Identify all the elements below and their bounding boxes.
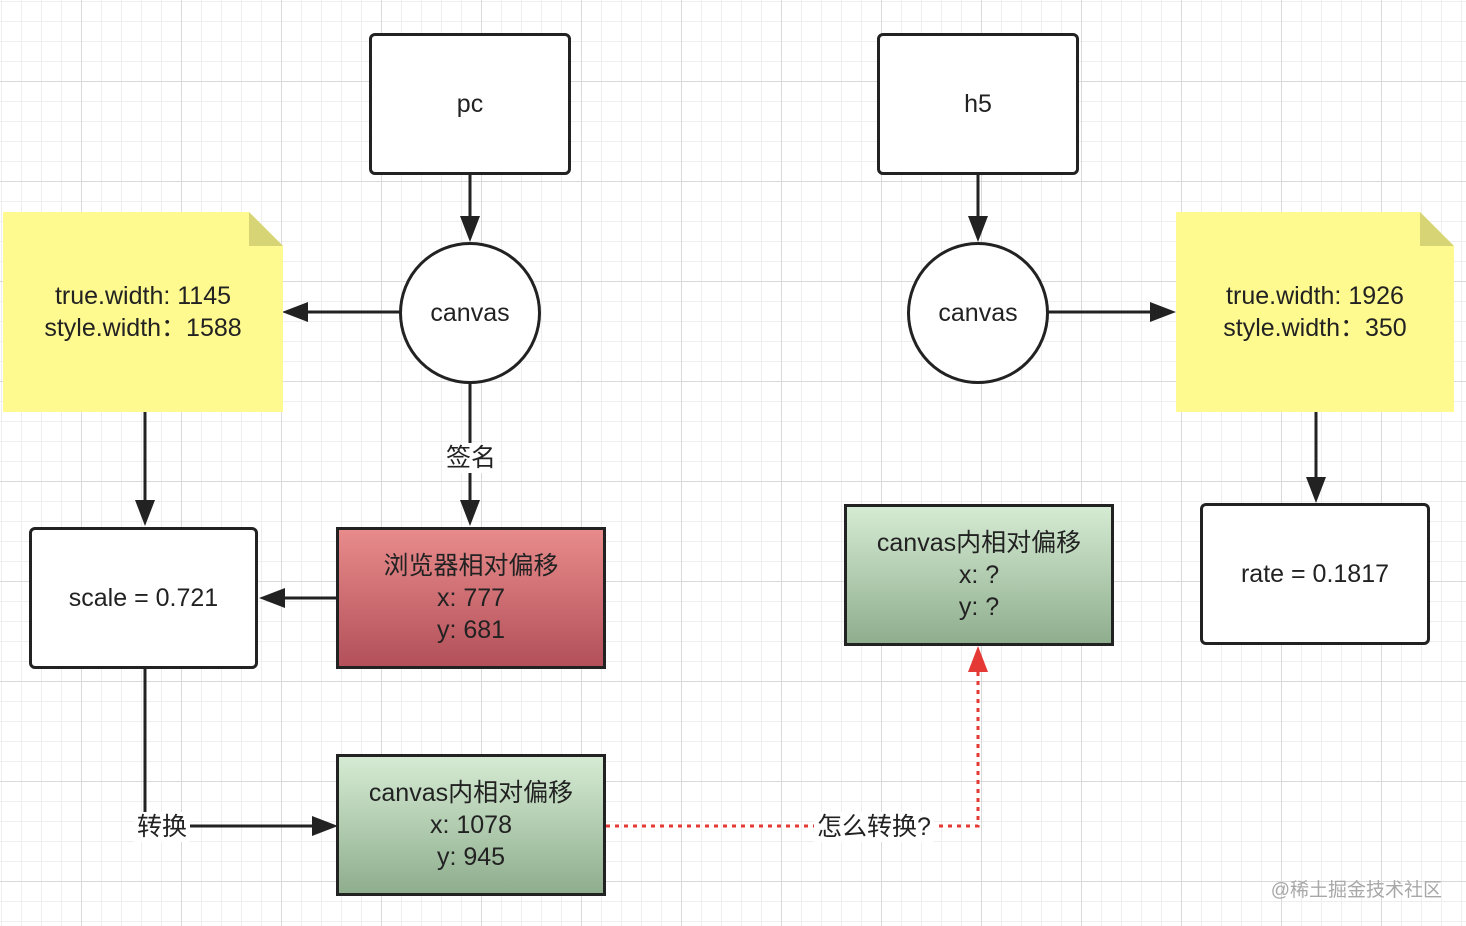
canvas-right-label: canvas (938, 298, 1018, 327)
pc-box: pc (369, 33, 571, 175)
h5-label: h5 (964, 90, 992, 118)
arrow-scale-to-canvas-offset (143, 668, 315, 828)
browser-offset-title: 浏览器相对偏移 (383, 552, 559, 580)
arrowhead (460, 500, 480, 526)
h5-box: h5 (877, 33, 1079, 175)
arrowhead (1306, 477, 1326, 503)
edge-label-convert: 转换 (134, 812, 191, 842)
browser-offset-box: 浏览器相对偏移 x: 777 y: 681 (336, 527, 606, 669)
canvas-offset-unknown-box: canvas内相对偏移 x: ? y: ? (844, 504, 1114, 646)
edge-label-how-convert: 怎么转换? (814, 812, 934, 842)
arrowhead (968, 216, 988, 242)
arrowhead-red (968, 646, 988, 672)
browser-offset-y: y: 681 (436, 616, 506, 644)
canvas-offset-x: x: 1078 (429, 811, 512, 839)
edge-label-sign: 签名 (443, 443, 500, 473)
note-right-line1: true.width: 1926 (1226, 282, 1404, 310)
arrowhead (460, 216, 480, 242)
canvas-offset-y: y: 945 (436, 843, 506, 871)
note-left-line1: true.width: 1145 (54, 282, 232, 310)
canvas-offset-unknown-title: canvas内相对偏移 (876, 529, 1082, 557)
canvas-offset-title: canvas内相对偏移 (368, 779, 574, 807)
arrowhead (282, 302, 308, 322)
canvas-offset-unknown-x: x: ? (958, 561, 1000, 589)
canvas-offset-box: canvas内相对偏移 x: 1078 y: 945 (336, 754, 606, 896)
watermark: @稀土掘金技术社区 (1270, 880, 1442, 901)
canvas-offset-unknown-y: y: ? (958, 593, 1000, 621)
canvas-right-node: canvas (907, 242, 1049, 384)
arrowhead (312, 816, 338, 836)
scale-label: scale = 0.721 (68, 584, 219, 612)
scale-box: scale = 0.721 (29, 527, 258, 669)
note-left: true.width: 1145 style.width：1588 (3, 212, 283, 412)
pc-label: pc (456, 90, 484, 118)
arrowhead (135, 500, 155, 526)
note-left-line2: style.width：1588 (44, 314, 242, 342)
arrowhead (259, 588, 285, 608)
rate-box: rate = 0.1817 (1200, 503, 1430, 645)
rate-label: rate = 0.1817 (1240, 560, 1390, 588)
canvas-left-label: canvas (430, 298, 510, 327)
dotted-arrow-how-convert (606, 672, 980, 828)
note-right: true.width: 1926 style.width：350 (1176, 212, 1454, 412)
arrowhead (1150, 302, 1176, 322)
canvas-left-node: canvas (399, 242, 541, 384)
note-right-line2: style.width：350 (1223, 314, 1407, 342)
browser-offset-x: x: 777 (436, 584, 506, 612)
